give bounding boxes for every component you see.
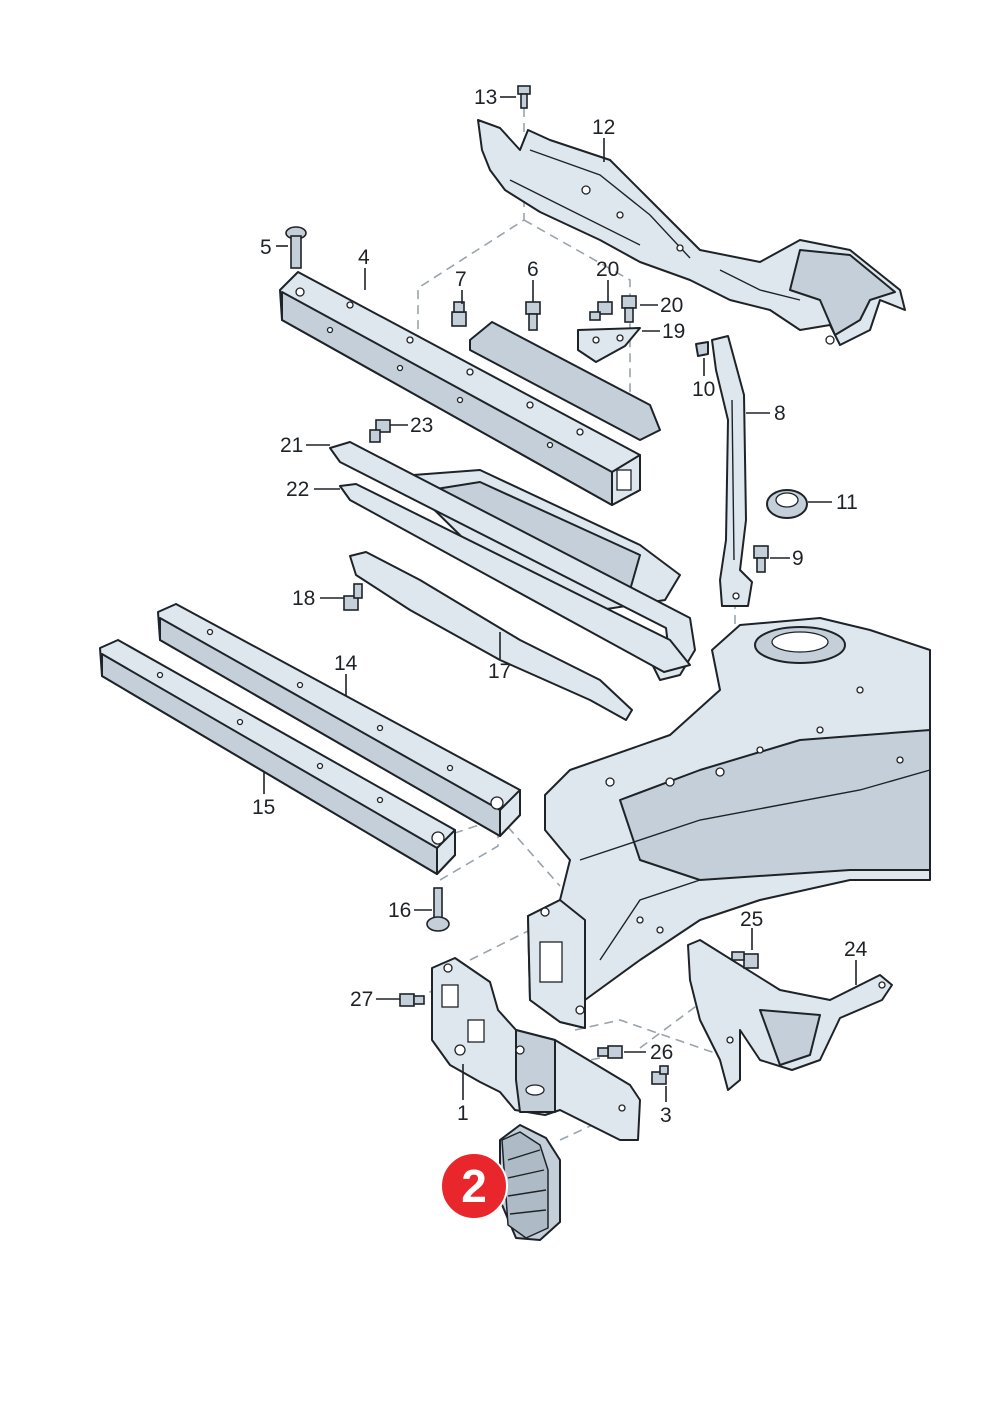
callout-26: 26 bbox=[650, 1041, 673, 1064]
part-8-strut bbox=[695, 335, 753, 607]
callout-22: 22 bbox=[286, 478, 309, 501]
bolt-20b bbox=[621, 295, 637, 323]
callout-4: 4 bbox=[358, 246, 370, 269]
part-17-seal bbox=[349, 551, 633, 721]
callout-10: 10 bbox=[692, 378, 715, 401]
bolt-23 bbox=[369, 419, 391, 443]
bolt-16 bbox=[426, 887, 450, 932]
bolt-9 bbox=[753, 545, 769, 573]
callout-labels: 13 12 5 4 7 6 20 20 19 10 8 11 9 23 21 2… bbox=[252, 86, 868, 1127]
callout-14: 14 bbox=[334, 652, 358, 675]
callout-12: 12 bbox=[592, 116, 615, 139]
callout-17: 17 bbox=[488, 660, 511, 683]
bolt-20a bbox=[589, 301, 613, 321]
callout-18: 18 bbox=[292, 587, 315, 610]
callout-20b: 20 bbox=[660, 294, 683, 317]
part-14-rail bbox=[157, 603, 521, 837]
callout-16: 16 bbox=[388, 899, 411, 922]
callout-5: 5 bbox=[260, 236, 272, 259]
bolt-7 bbox=[451, 301, 467, 327]
callout-21: 21 bbox=[280, 434, 303, 457]
bolt-13 bbox=[517, 85, 531, 109]
part-12-upper-panel bbox=[477, 119, 906, 346]
callout-19: 19 bbox=[662, 320, 685, 343]
callout-25: 25 bbox=[740, 908, 763, 931]
bolt-6 bbox=[525, 301, 541, 331]
part-4-cross-member bbox=[279, 271, 661, 506]
part-21-22-tray bbox=[329, 441, 696, 681]
part-2-impact-block bbox=[499, 1124, 561, 1241]
callout-3: 3 bbox=[660, 1104, 672, 1127]
part-15-rail bbox=[99, 639, 456, 875]
callout-9: 9 bbox=[792, 547, 804, 570]
bolt-3 bbox=[651, 1065, 669, 1085]
callout-8: 8 bbox=[774, 402, 786, 425]
highlight-badge-circle bbox=[440, 1152, 508, 1220]
bolt-26 bbox=[597, 1045, 623, 1059]
callout-23: 23 bbox=[410, 414, 433, 437]
callout-11: 11 bbox=[836, 491, 858, 514]
callout-7: 7 bbox=[455, 268, 467, 291]
bolt-18 bbox=[343, 583, 363, 611]
callout-1: 1 bbox=[457, 1102, 469, 1125]
callout-15: 15 bbox=[252, 796, 275, 819]
bolt-5 bbox=[285, 226, 307, 269]
part-11-grommet bbox=[766, 489, 808, 519]
leader-lines bbox=[263, 96, 857, 1102]
highlight-badge-label: 2 bbox=[461, 1160, 487, 1212]
bolt-25 bbox=[731, 951, 759, 969]
part-19-bracket bbox=[577, 327, 641, 363]
callout-27: 27 bbox=[350, 988, 373, 1011]
callout-6: 6 bbox=[527, 258, 539, 281]
body-structure bbox=[527, 617, 931, 1029]
callout-13: 13 bbox=[474, 86, 497, 109]
highlight-badge: 2 bbox=[440, 1152, 508, 1220]
callout-24: 24 bbox=[844, 938, 868, 961]
bolt-27 bbox=[399, 993, 425, 1007]
part-24-bracket bbox=[687, 939, 893, 1091]
part-1-mounting-plate bbox=[431, 957, 641, 1141]
callout-20a: 20 bbox=[596, 258, 619, 281]
